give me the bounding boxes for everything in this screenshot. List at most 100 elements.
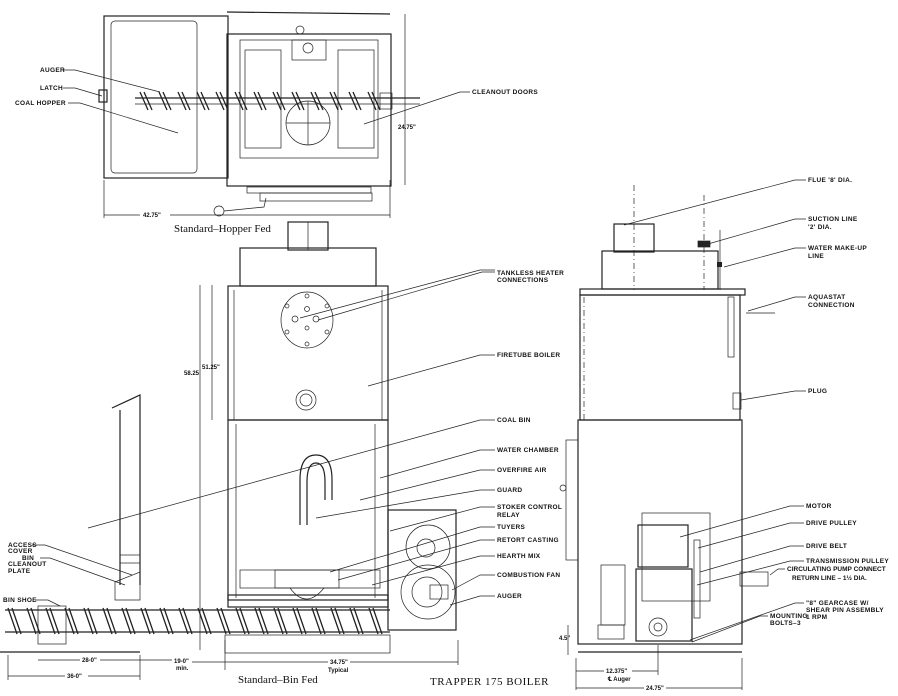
- side-lower-cabinet: [577, 419, 743, 645]
- label-suction-1: SUCTION LINE: [808, 216, 858, 223]
- label-plug: PLUG: [808, 388, 827, 395]
- pump-connection: [739, 571, 769, 587]
- label-tankless-2: CONNECTIONS: [497, 277, 549, 284]
- label-front-auger: AUGER: [497, 593, 522, 600]
- auger-flight: [292, 607, 307, 635]
- label-drive-pulley: DRIVE PULLEY: [806, 520, 857, 527]
- auger-flight: [291, 91, 305, 111]
- label-guard: GUARD: [497, 487, 522, 494]
- auger-flight: [158, 91, 172, 111]
- side-view: [559, 179, 806, 690]
- label-gearcase-1: "8" GEARCASE W/: [806, 600, 869, 607]
- dim-19: 19-0": [174, 659, 189, 665]
- label-bin-1: BIN: [22, 555, 34, 562]
- drawing-title: TRAPPER 175 BOILER: [430, 676, 549, 688]
- caption-hopper-fed: Standard–Hopper Fed: [174, 223, 271, 235]
- label-top-auger: AUGER: [40, 67, 65, 74]
- label-water-2: LINE: [808, 253, 824, 260]
- auger-flight: [102, 607, 117, 635]
- tankless-heater-plate: [280, 291, 334, 349]
- label-hearth-mix: HEARTH MIX: [497, 553, 541, 560]
- fan-housing: [600, 564, 626, 626]
- label-access-2: COVER: [8, 548, 33, 555]
- latch: [98, 89, 108, 103]
- dim-top-depth: 24.75": [398, 125, 416, 131]
- label-latch: LATCH: [40, 85, 63, 92]
- label-return-line: RETURN LINE – 1½ DIA.: [792, 574, 867, 582]
- auger-flight: [64, 607, 79, 635]
- label-gearcase-3: 1 RPM: [806, 614, 827, 621]
- motor: [637, 524, 689, 568]
- combustion-fan: [400, 564, 456, 620]
- label-motor: MOTOR: [806, 503, 832, 510]
- dim-top-width: 42.75": [143, 213, 161, 219]
- label-retort-casting: RETORT CASTING: [497, 537, 559, 544]
- label-bin-2: CLEANOUT: [8, 561, 47, 568]
- auger-flight: [348, 91, 362, 111]
- boiler-top-box: [239, 247, 377, 287]
- inspection-port: [295, 389, 317, 411]
- label-gearcase-2: SHEAR PIN ASSEMBLY: [806, 607, 884, 614]
- auger-flight: [311, 607, 326, 635]
- dim-height-5125: 51.25": [202, 365, 220, 371]
- label-tankless-1: TANKLESS HEATER: [497, 270, 564, 277]
- auger-flight: [121, 607, 136, 635]
- label-bin-3: PLATE: [8, 568, 31, 575]
- auger-flight: [349, 607, 364, 635]
- auger-flight: [310, 91, 324, 111]
- boiler-top-outline: [226, 33, 392, 187]
- caption-bin-fed: Standard–Bin Fed: [238, 674, 318, 686]
- label-coal-bin: COAL BIN: [497, 417, 531, 424]
- auger-flight: [83, 607, 98, 635]
- coal-bin: [111, 394, 141, 585]
- auger-flight: [330, 607, 345, 635]
- label-stoker-1: STOKER CONTROL: [497, 504, 562, 511]
- dim-19-note: min.: [176, 666, 189, 672]
- label-water-chamber: WATER CHAMBER: [497, 447, 559, 454]
- auger-flight: [234, 91, 248, 111]
- auger-flight: [177, 91, 191, 111]
- label-mounting-2: BOLTS–3: [770, 620, 801, 627]
- label-aquastat-2: CONNECTION: [808, 302, 855, 309]
- label-drive-belt: DRIVE BELT: [806, 543, 847, 550]
- drive-belt: [693, 539, 701, 619]
- auger-flight: [45, 607, 60, 635]
- label-transmission-pulley: TRANSMISSION PULLEY: [806, 558, 889, 565]
- auger-flight: [215, 91, 229, 111]
- label-firetube-boiler: FIRETUBE BOILER: [497, 352, 560, 359]
- auger-flight: [159, 607, 174, 635]
- auger-flight: [26, 607, 41, 635]
- dim-side-12375: 12.375": [606, 669, 627, 675]
- auger-flight: [367, 91, 381, 111]
- auger-flight: [368, 607, 383, 635]
- dim-height-5825: 58.25: [184, 371, 200, 377]
- label-cleanout-doors: CLEANOUT DOORS: [472, 89, 538, 96]
- firetube-boiler: [227, 285, 389, 421]
- auger-flight: [273, 607, 288, 635]
- auger-flight: [140, 607, 155, 635]
- coal-hopper-outline: [103, 15, 229, 179]
- auger-flight: [254, 607, 269, 635]
- plug: [732, 392, 742, 410]
- auger-flight: [272, 91, 286, 111]
- stoker-housing: [387, 509, 457, 631]
- auger-flight: [196, 91, 210, 111]
- label-stoker-2: RELAY: [497, 512, 520, 519]
- auger-flight: [253, 91, 267, 111]
- dim-side-2475: 24.75": [646, 686, 664, 692]
- label-mounting-1: MOUNTING: [770, 613, 808, 620]
- auger-flight: [235, 607, 250, 635]
- auger-flight: [216, 607, 231, 635]
- label-aquastat-1: AQUASTAT: [808, 294, 846, 301]
- guard: [299, 454, 333, 525]
- bin-shoe: [37, 605, 67, 645]
- retort-casting: [274, 569, 340, 589]
- dim-28: 28-0": [82, 658, 97, 664]
- label-combustion-fan: COMBUSTION FAN: [497, 572, 560, 579]
- gearcase: [635, 568, 693, 642]
- auger-flight: [178, 607, 193, 635]
- dim-36: 36-0": [67, 674, 82, 680]
- dim-3475: 34.75": [330, 660, 348, 666]
- auger-flight: [329, 91, 343, 111]
- label-suction-2: '2' DIA.: [808, 224, 832, 231]
